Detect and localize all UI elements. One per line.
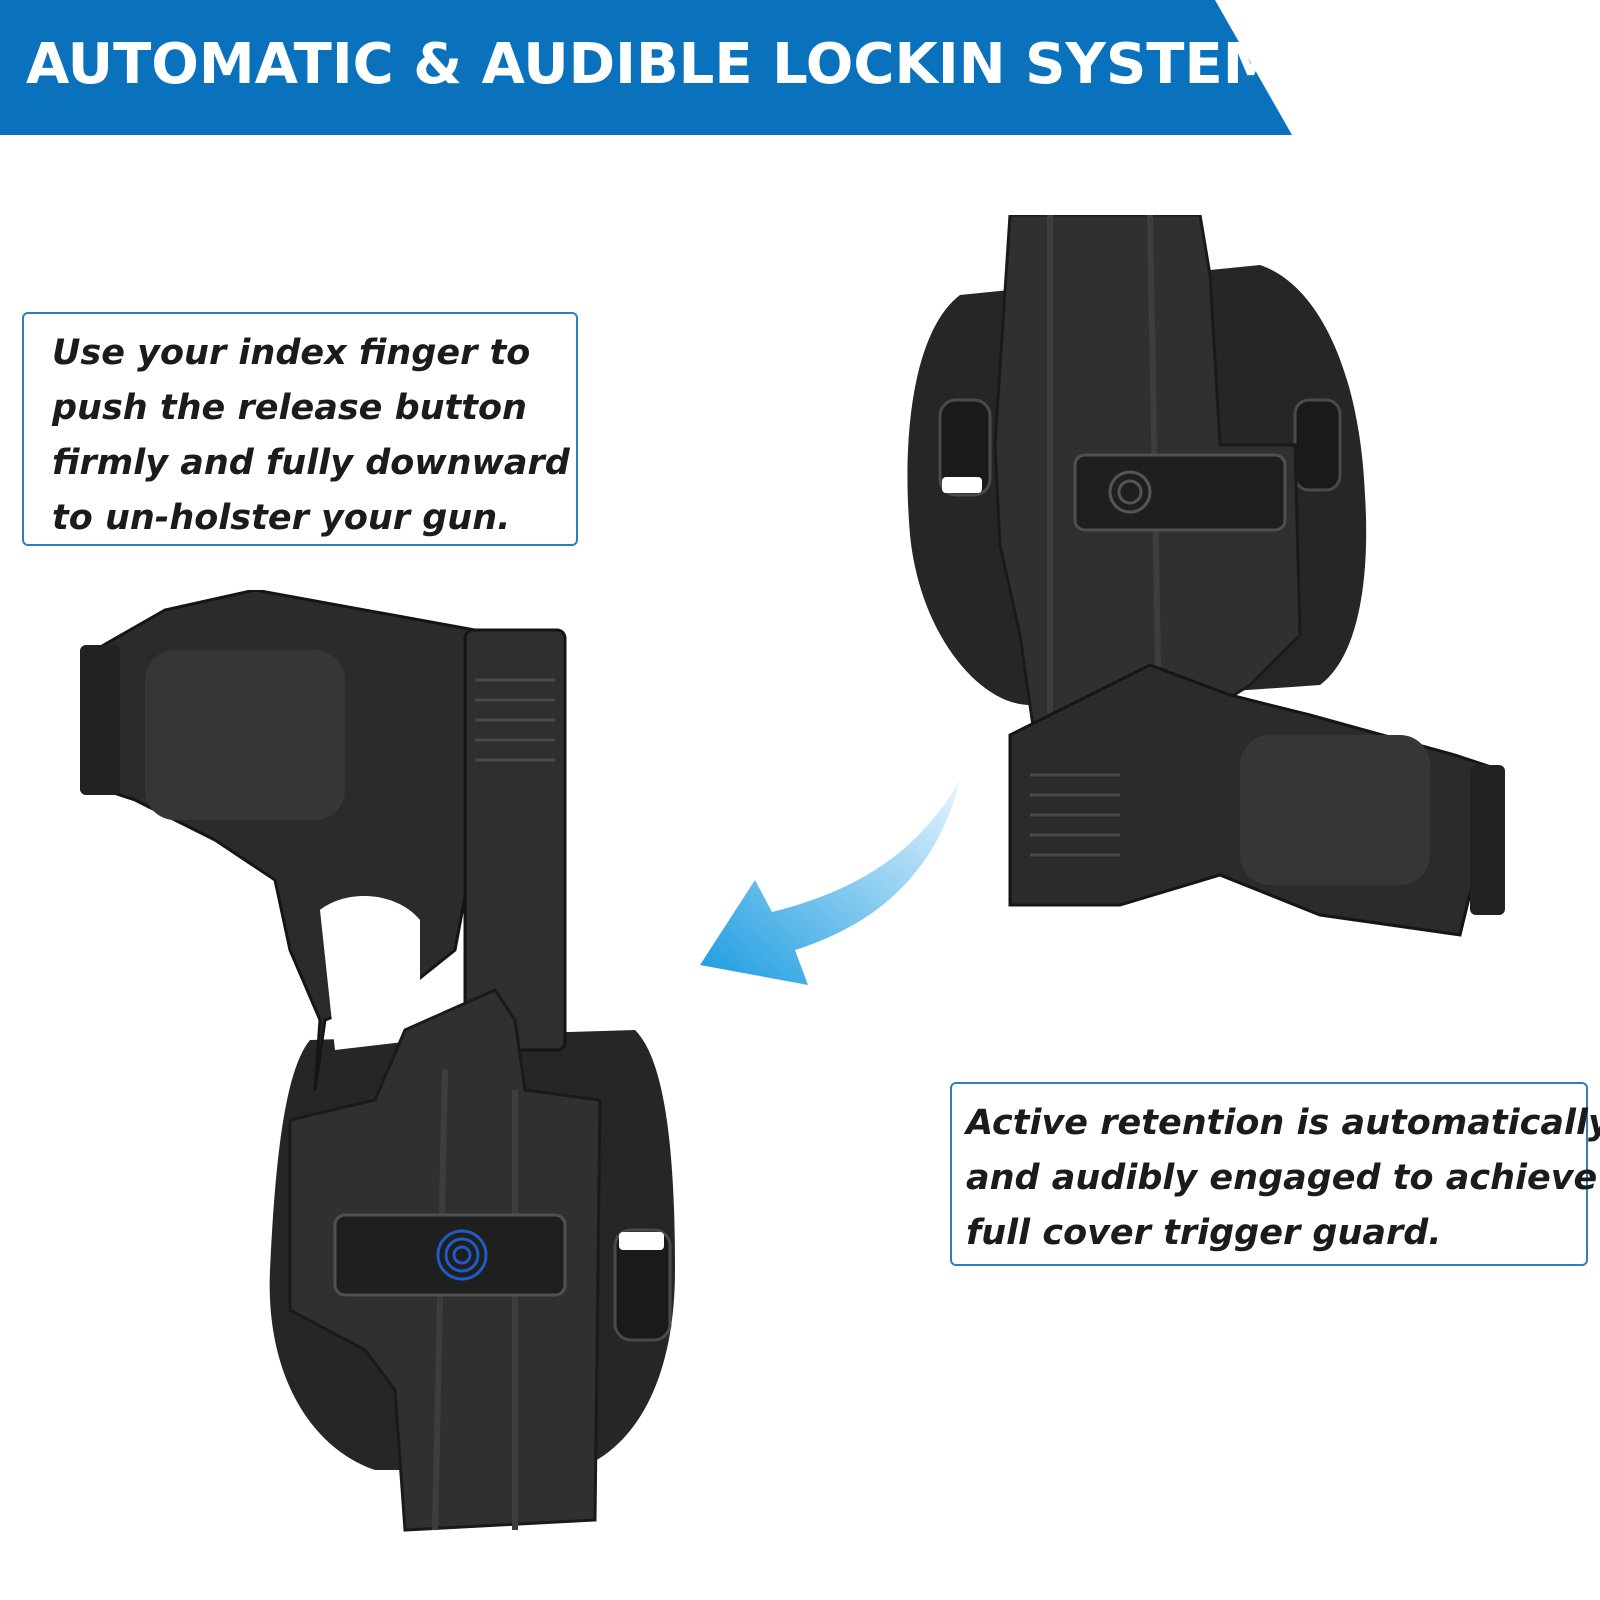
callout-retention-info: Active retention is automatically and au… xyxy=(950,1082,1600,1266)
callout-line: firmly and fully downward xyxy=(52,443,570,483)
paddle-slot xyxy=(938,398,992,497)
pistol-grip-panel xyxy=(1240,735,1430,885)
release-lever xyxy=(1073,453,1287,532)
banner-title: AUTOMATIC & AUDIBLE LOCKIN SYSTEM xyxy=(26,32,1279,97)
callout-release-instructions: Use your index finger to push the releas… xyxy=(22,312,578,546)
holstered-pistol-illustration xyxy=(907,215,1505,937)
magazine-base xyxy=(1470,765,1505,915)
callout-line: and audibly engaged to achieve xyxy=(966,1158,1598,1198)
banner-shape xyxy=(0,0,1292,135)
release-lever xyxy=(333,1213,567,1297)
slide-serrations xyxy=(475,678,555,762)
callout-line: Active retention is automatically xyxy=(966,1103,1600,1143)
header-banner: AUTOMATIC & AUDIBLE LOCKIN SYSTEM xyxy=(0,0,1600,140)
pistol-slide xyxy=(463,628,567,1052)
paddle-slot xyxy=(1293,398,1342,492)
callout-line: full cover trigger guard. xyxy=(966,1213,1442,1253)
pistol-grip-panel xyxy=(145,650,345,820)
trigger-guard xyxy=(320,896,420,1050)
magazine-base xyxy=(80,645,120,795)
paddle-slot xyxy=(942,477,982,493)
curved-arrow-icon xyxy=(700,780,960,985)
slide-serrations xyxy=(1030,773,1120,857)
callout-line: to un-holster your gun. xyxy=(52,498,511,538)
holster-ridge xyxy=(432,1069,448,1531)
fingerprint-icon xyxy=(1117,479,1143,505)
fingerprint-icon xyxy=(436,1229,488,1281)
callout-line: push the release button xyxy=(52,388,527,428)
callout-line: Use your index finger to xyxy=(52,333,531,373)
pistol-holster-illustration xyxy=(80,590,675,1532)
paddle-slot xyxy=(619,1232,664,1250)
fingerprint-icon xyxy=(1108,470,1152,514)
paddle-slot xyxy=(613,1228,672,1342)
